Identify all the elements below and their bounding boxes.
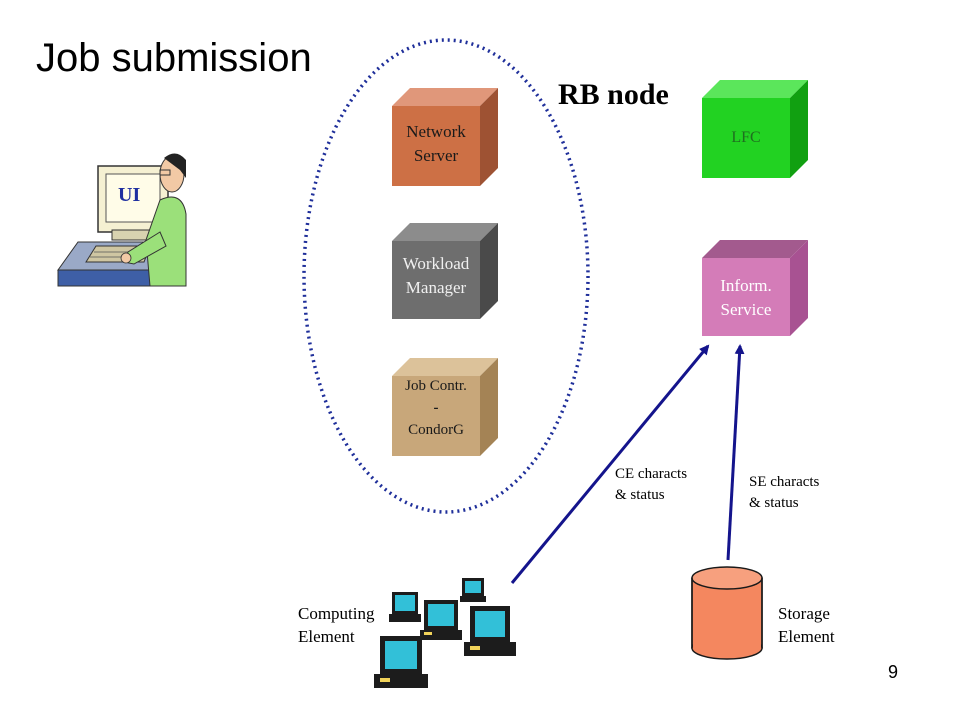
computing-element-line-2: Element [298, 627, 355, 646]
lfc-label: LFC [731, 129, 761, 146]
job-controller-line-3: CondorG [408, 422, 464, 438]
rb-node-label: RB node [558, 78, 669, 111]
workload-manager-label: Workload Manager [386, 252, 486, 300]
network-server-line-2: Server [413, 146, 459, 165]
ui-label: UI [118, 184, 141, 206]
ce-status-label: CE characts & status [615, 464, 687, 506]
job-controller-cube [392, 358, 498, 456]
rb-node-boundary [302, 38, 590, 514]
workload-manager-cube [392, 223, 498, 319]
se-status-line-2: & status [749, 495, 799, 511]
info-service-line-1: Inform. [720, 276, 772, 295]
page-number: 9 [888, 662, 899, 682]
storage-element-line-1: Storage [778, 604, 830, 623]
storage-cylinder [691, 566, 763, 660]
job-controller-line-2: - [433, 400, 439, 416]
workload-manager-line-2: Manager [405, 278, 467, 297]
user-workstation-icon [57, 153, 187, 287]
network-server-line-1: Network [406, 122, 466, 141]
workload-manager-line-1: Workload [402, 254, 470, 273]
slide-title: Job submission [36, 36, 312, 80]
ce-status-line-1: CE characts [615, 466, 688, 482]
ce-status-arrow [510, 344, 710, 584]
computing-element-label: Computing Element [298, 602, 375, 648]
computing-element-line-1: Computing [298, 604, 375, 623]
job-controller-label: Job Contr. - CondorG [386, 375, 486, 441]
ce-status-line-2: & status [615, 487, 665, 503]
network-server-cube [392, 88, 498, 186]
info-service-label: Inform. Service [696, 274, 796, 322]
info-service-line-2: Service [720, 300, 772, 319]
storage-element-line-2: Element [778, 627, 835, 646]
se-status-line-1: SE characts [749, 474, 820, 490]
se-status-arrow [726, 344, 745, 561]
info-service-cube [702, 240, 808, 336]
job-controller-line-1: Job Contr. [405, 378, 467, 394]
storage-element-label: Storage Element [778, 602, 835, 648]
computing-element-icon [374, 578, 516, 688]
lfc-cube [702, 80, 808, 178]
se-status-label: SE characts & status [749, 472, 819, 514]
network-server-label: Network Server [392, 120, 480, 168]
